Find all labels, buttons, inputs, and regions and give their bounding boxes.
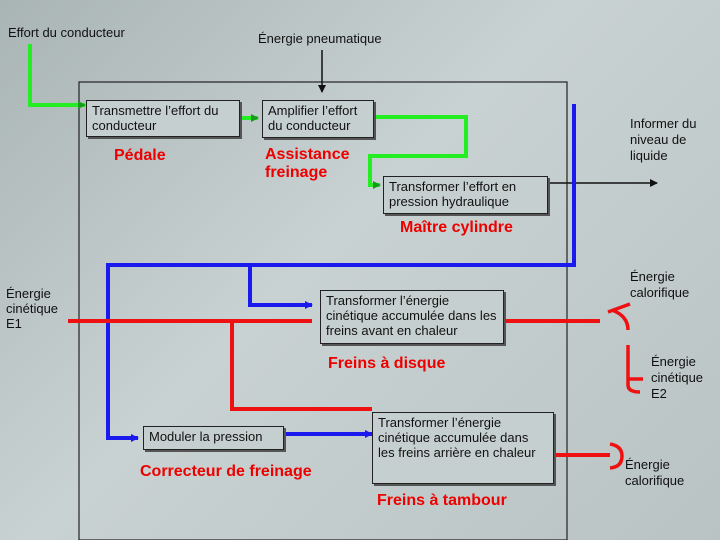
component-correcteur: Correcteur de freinage bbox=[140, 463, 312, 480]
system-boundary bbox=[78, 81, 568, 540]
connector-calorifique-1 bbox=[607, 302, 631, 314]
bracket-rear bbox=[609, 442, 624, 470]
function-box-amplifier: Amplifier l’effort du conducteur bbox=[262, 100, 374, 138]
pneumatic-energy-label: Énergie pneumatique bbox=[258, 31, 382, 46]
output-energie-cinetique-e2: Énergie cinétique E2 bbox=[651, 354, 704, 401]
output-informer-niveau: Informer du niveau de liquide bbox=[630, 116, 697, 163]
green-flow-assist-to-master bbox=[360, 115, 468, 189]
bracket-cinetique-e2 bbox=[626, 345, 641, 394]
blue-flow-main bbox=[106, 104, 576, 442]
driver-effort-label: Effort du conducteur bbox=[8, 25, 125, 40]
component-freins-disque: Freins à disque bbox=[328, 355, 446, 372]
bracket-front bbox=[611, 308, 630, 331]
function-box-rear-brakes: Transformer l’énergie cinétique accumulé… bbox=[372, 412, 554, 484]
function-box-transmettre: Transmettre l’effort du conducteur bbox=[86, 100, 240, 137]
component-freins-tambour: Freins à tambour bbox=[377, 492, 507, 509]
component-maitre-cylindre: Maître cylindre bbox=[400, 219, 513, 236]
blue-flow-to-front bbox=[248, 265, 313, 309]
component-pedale: Pédale bbox=[114, 147, 166, 164]
function-box-front-brakes: Transformer l’énergie cinétique accumulé… bbox=[320, 290, 504, 344]
function-box-moduler: Moduler la pression bbox=[143, 426, 284, 450]
output-energie-calorifique-2: Énergie calorifique bbox=[625, 457, 685, 488]
component-assistance: Assistance freinage bbox=[265, 146, 350, 181]
function-box-hydraulic: Transformer l’effort en pression hydraul… bbox=[383, 176, 548, 214]
output-energie-calorifique-1: Énergie calorifique bbox=[630, 269, 690, 300]
red-flow-to-rear bbox=[230, 321, 372, 411]
kinetic-energy-e1-label: Énergie cinétique E1 bbox=[6, 286, 59, 331]
green-flow-driver-to-pedal bbox=[28, 44, 86, 109]
